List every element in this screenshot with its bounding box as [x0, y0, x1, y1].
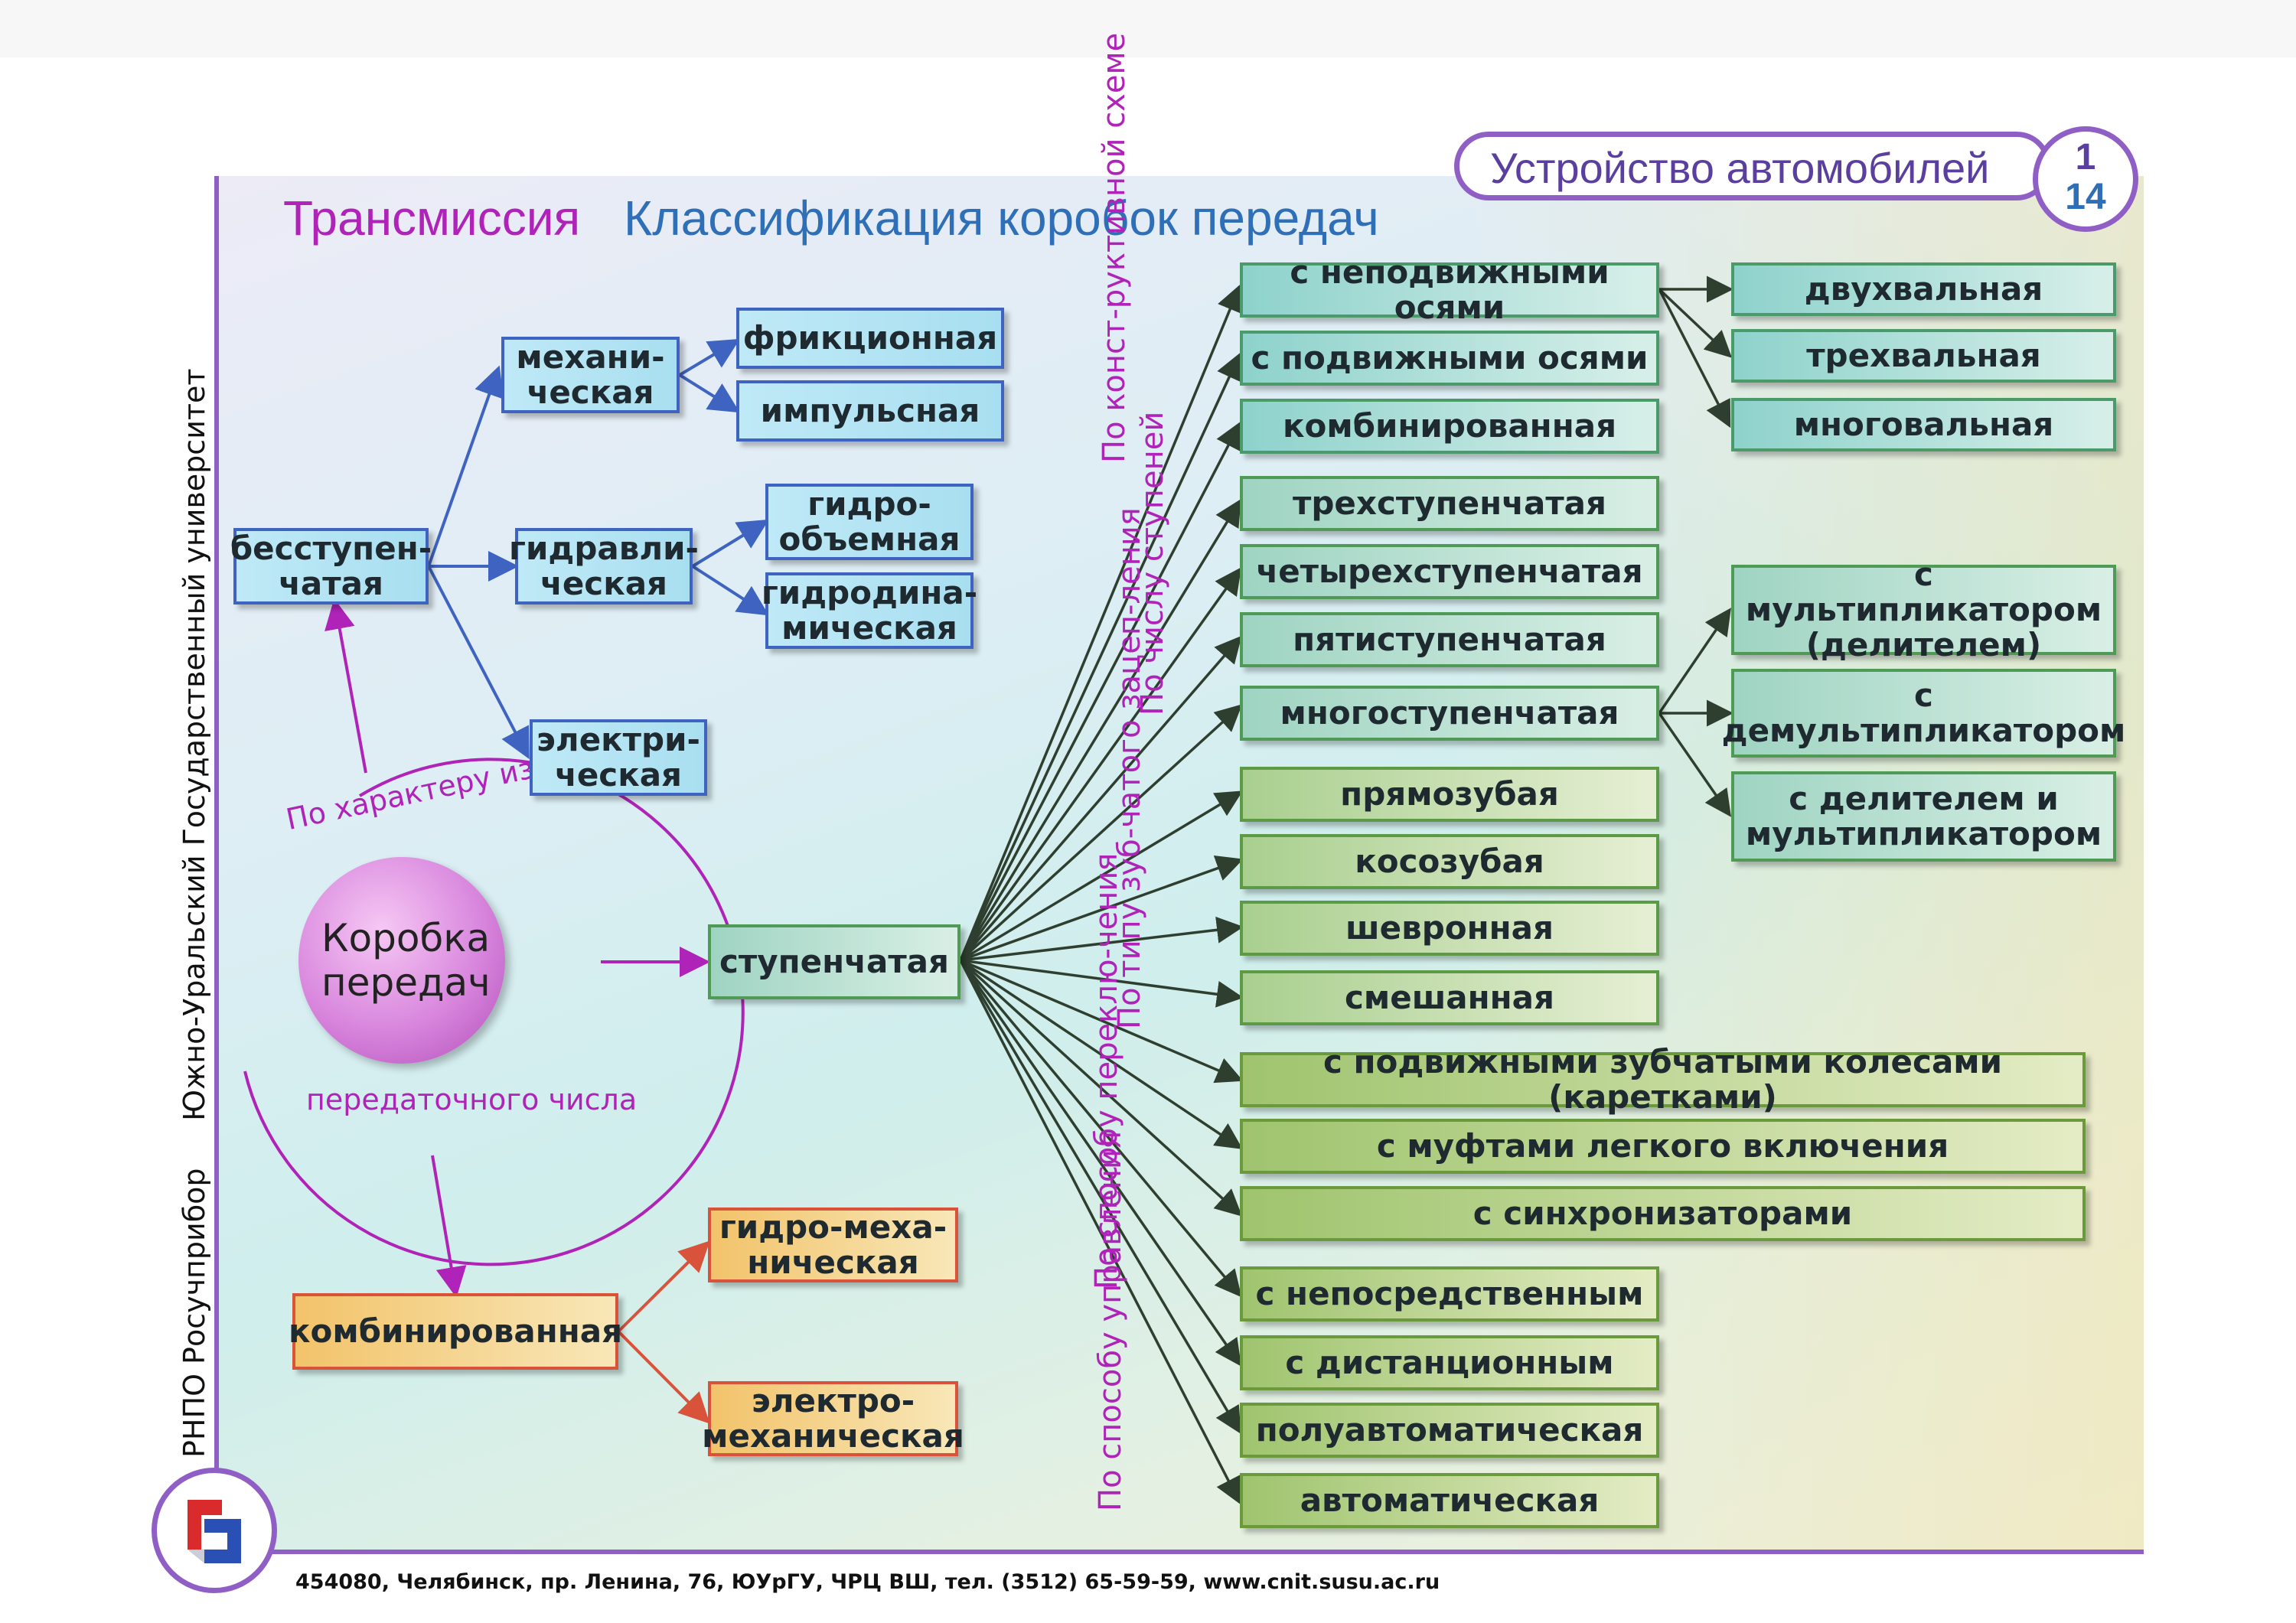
- item-four-speed: четырехступенчатая: [1240, 544, 1659, 599]
- node-electric: электри-ческая: [530, 719, 707, 796]
- sheet-number-bottom: 14: [2065, 177, 2106, 217]
- node-impulse: импульсная: [736, 380, 1004, 442]
- item-dog-clutches: с муфтами легкого включения: [1240, 1119, 2086, 1174]
- section-title: Трансмиссия: [283, 191, 581, 246]
- item-synchronizers: с синхронизаторами: [1240, 1186, 2086, 1241]
- node-electromechanical: электро-механическая: [702, 1381, 964, 1456]
- item-fixed-axes: с неподвижными осями: [1240, 255, 1659, 325]
- series-badge: Устройство автомобилей: [1454, 132, 2051, 200]
- node-stepped: ступенчатая: [708, 924, 960, 999]
- root-node: Коробка передач: [298, 857, 505, 1064]
- item-three-speed: трехступенчатая: [1240, 476, 1659, 531]
- item-spur: прямозубая: [1240, 767, 1659, 822]
- ring-label-bottom: передаточного числа: [306, 1083, 638, 1116]
- sub-multi-shaft: многовальная: [1731, 398, 2116, 451]
- sub-three-shaft: трехвальная: [1731, 329, 2116, 383]
- criterion-gearing: По типу зуб-чатого зацеп-ления: [1112, 507, 1213, 1029]
- node-mechanical: механи-ческая: [501, 337, 680, 413]
- node-hydrodynamic: гидродина-мическая: [762, 572, 977, 649]
- sub-two-shaft: двухвальная: [1731, 262, 2116, 316]
- node-hydrovolumetric: гидро-объемная: [765, 484, 974, 560]
- item-herringbone: шевронная: [1240, 901, 1659, 956]
- item-direct: с непосредственным: [1240, 1266, 1659, 1322]
- topic-title: Классификация коробок передач: [624, 191, 1379, 246]
- node-hydraulic: гидравли-ческая: [509, 528, 699, 605]
- item-sliding-gears: с подвижными зубчатыми колесами (каретка…: [1240, 1045, 2086, 1115]
- footer-address: 454080, Челябинск, пр. Ленина, 76, ЮУрГУ…: [295, 1570, 1440, 1594]
- item-combined-axes: комбинированная: [1240, 399, 1659, 454]
- sub-multiplier: с мультипликатором (делителем): [1731, 557, 2116, 663]
- sub-divider-multiplier: с делителем и мультипликатором: [1731, 771, 2116, 862]
- sheet-number-top: 1: [2075, 137, 2096, 178]
- sheet-number-badge: 1 14: [2033, 126, 2138, 232]
- series-title: Устройство автомобилей: [1490, 144, 1990, 192]
- item-automatic: автоматическая: [1240, 1473, 1659, 1528]
- node-friction: фрикционная: [736, 308, 1004, 369]
- item-five-speed: пятиступенчатая: [1240, 612, 1659, 667]
- criterion-control: По способу управления: [1093, 1130, 1128, 1511]
- sub-demultiplier: с демультипликатором: [1722, 669, 2125, 758]
- item-helical: косозубая: [1240, 834, 1659, 889]
- item-semi-automatic: полуавтоматическая: [1240, 1403, 1659, 1458]
- item-movable-axes: с подвижными осями: [1240, 331, 1659, 386]
- item-mixed: смешанная: [1240, 970, 1659, 1025]
- node-combined: комбинированная: [289, 1293, 622, 1370]
- item-remote: с дистанционным: [1240, 1335, 1659, 1390]
- root-label: Коробка передач: [321, 916, 491, 1005]
- publisher-logo: [152, 1468, 277, 1593]
- node-stepless: бесступен-чатая: [230, 528, 432, 605]
- item-multi-speed: многоступенчатая: [1240, 686, 1659, 741]
- stepped-fan: [959, 275, 1733, 1505]
- node-hydromechanical: гидро-меха-ническая: [708, 1207, 958, 1282]
